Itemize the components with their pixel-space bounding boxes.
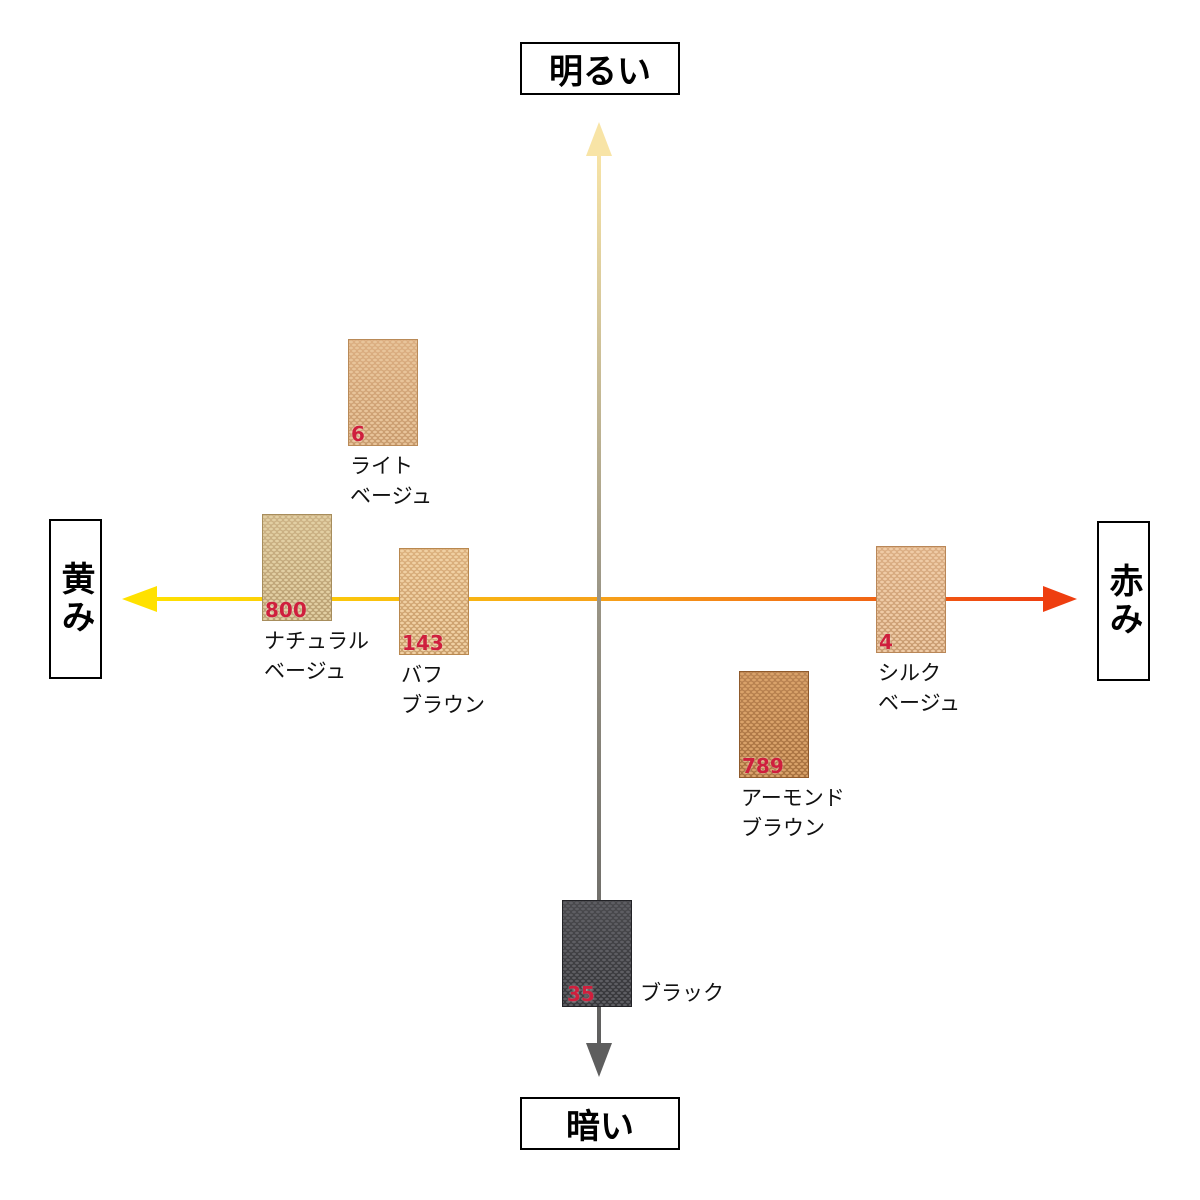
swatch-name-line: ベージュ bbox=[878, 691, 961, 715]
right-arrowhead-icon bbox=[1043, 586, 1077, 612]
swatch-143: 143 バフ ブラウン bbox=[399, 548, 485, 717]
swatch-chip bbox=[739, 671, 809, 778]
swatch-name-line: ブラウン bbox=[741, 816, 825, 840]
swatch-code: 35 bbox=[567, 982, 595, 1006]
up-arrowhead-icon bbox=[586, 122, 612, 156]
swatch-800: 800 ナチュラル ベージュ bbox=[262, 514, 369, 683]
swatch-35: 35 ブラック bbox=[562, 900, 724, 1007]
swatch-chip bbox=[348, 339, 418, 446]
swatch-name-line: ライト bbox=[350, 454, 413, 478]
down-arrowhead-icon bbox=[586, 1043, 612, 1077]
vertical-axis-line bbox=[597, 150, 601, 1045]
swatch-name: バフ ブラウン bbox=[401, 660, 601, 720]
swatch-chip bbox=[876, 546, 946, 653]
swatch-name-line: バフ bbox=[401, 663, 443, 687]
axis-label-dark: 暗い bbox=[520, 1097, 680, 1150]
swatch-name: ライト ベージュ bbox=[350, 451, 550, 511]
swatch-name: ブラック bbox=[640, 978, 840, 1008]
swatch-name-line: ブラック bbox=[640, 981, 724, 1005]
swatch-name-line: アーモンド bbox=[741, 786, 845, 810]
swatch-code: 143 bbox=[402, 631, 444, 655]
swatch-name: アーモンド ブラウン bbox=[741, 783, 941, 843]
swatch-code: 6 bbox=[351, 422, 365, 446]
swatch-789: 789 アーモンド ブラウン bbox=[739, 671, 845, 840]
swatch-name: シルク ベージュ bbox=[878, 658, 1078, 718]
left-arrowhead-icon bbox=[122, 586, 157, 612]
swatch-code: 800 bbox=[265, 598, 307, 622]
swatch-name: ナチュラル ベージュ bbox=[264, 626, 464, 686]
swatch-code: 789 bbox=[742, 754, 784, 778]
swatch-name-line: ナチュラル bbox=[264, 629, 369, 653]
swatch-name-line: シルク bbox=[878, 661, 941, 685]
swatch-name-line: ブラウン bbox=[401, 693, 485, 717]
swatch-4: 4 シルク ベージュ bbox=[876, 546, 960, 715]
axis-label-yellowish: 黄み bbox=[49, 519, 102, 679]
swatch-chip bbox=[262, 514, 332, 621]
axis-label-bright: 明るい bbox=[520, 42, 680, 95]
swatch-name-line: ベージュ bbox=[264, 659, 347, 683]
swatch-name-line: ベージュ bbox=[350, 484, 433, 508]
swatch-code: 4 bbox=[879, 630, 893, 654]
swatch-chip bbox=[399, 548, 469, 655]
axis-label-reddish: 赤み bbox=[1097, 521, 1150, 681]
swatch-6: 6 ライト ベージュ bbox=[348, 339, 432, 508]
swatch-chip bbox=[562, 900, 632, 1007]
